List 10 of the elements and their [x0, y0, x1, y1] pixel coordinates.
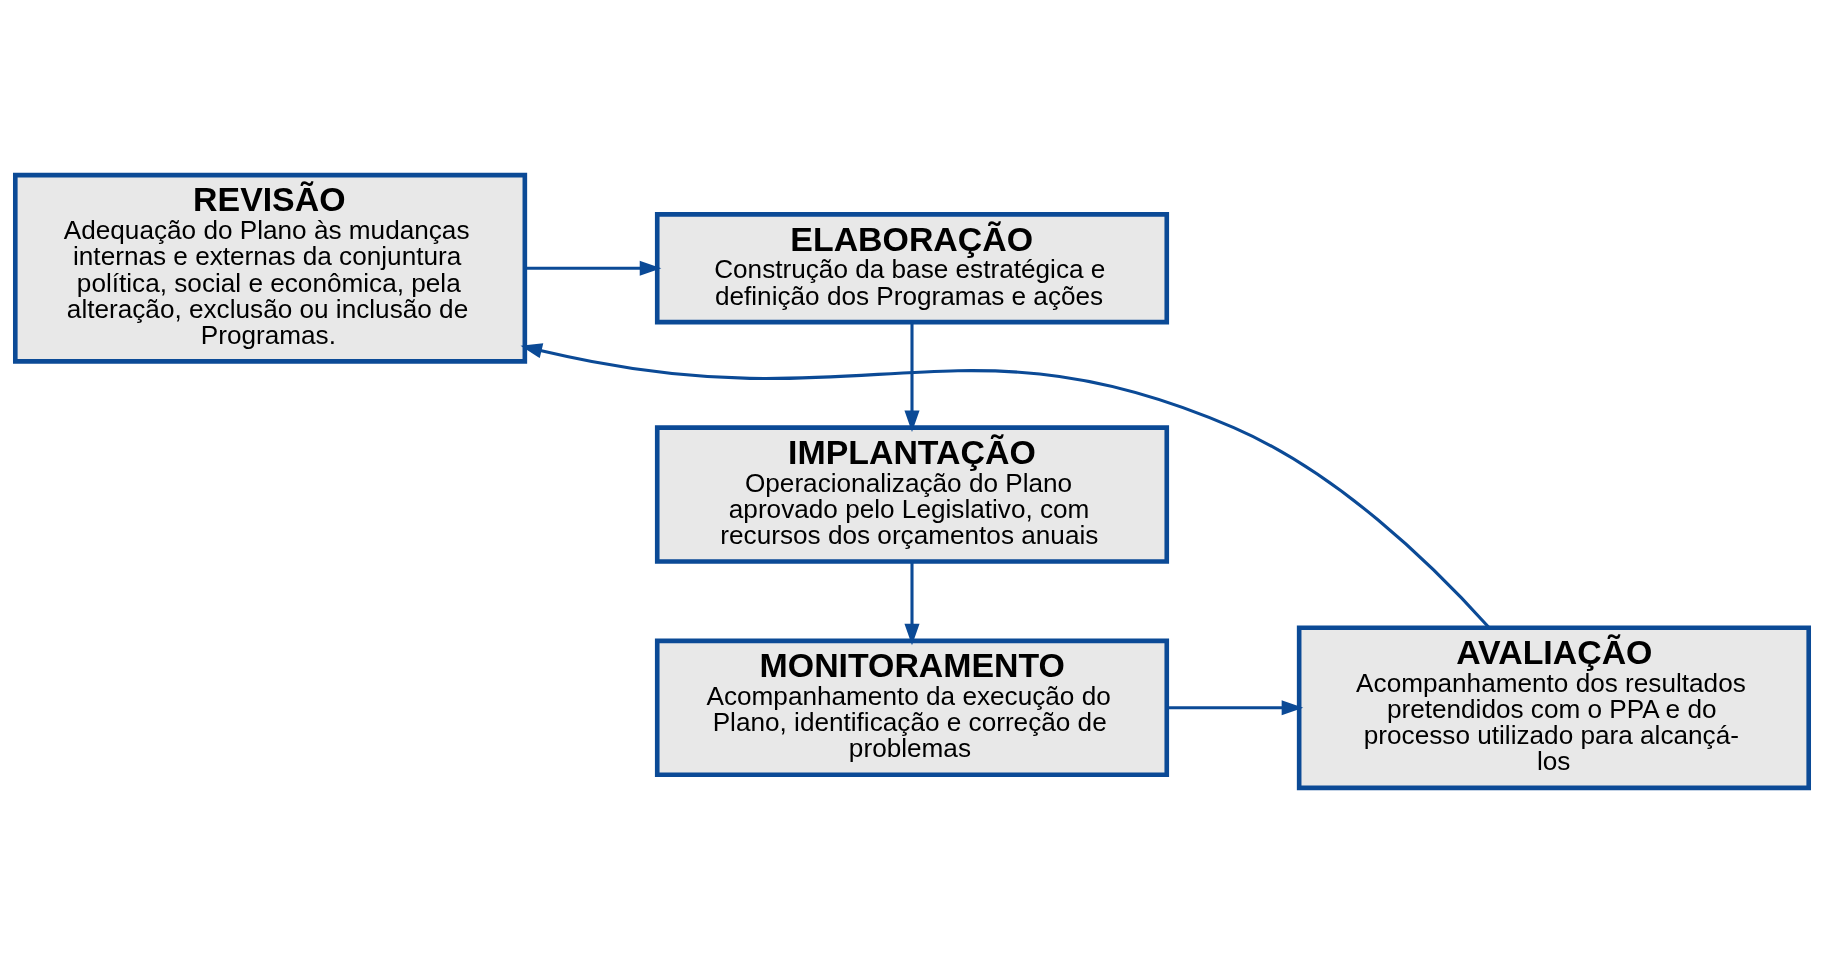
- arrow: [525, 260, 662, 276]
- node-box: REVISÃO Adequação do Plano às mudanças internas e externas da conjuntura política, social e econômica, pela alteração, exclusão ou inclusão de Programas.: [12, 172, 528, 364]
- arrow: [1167, 699, 1304, 715]
- node-box: ELABORAÇÃO Construção da base estratégica e definição dos Programas e ações: [654, 211, 1170, 324]
- node-box: AVALIAÇÃO Acompanhamento dos resultados pretendidos com o PPA e do processo utilizado para alcançá-los: [1296, 624, 1811, 790]
- arrow: [520, 342, 1491, 629]
- arrow: [904, 561, 920, 645]
- node-box: MONITORAMENTO Acompanhamento da execução do Plano, identificação e correção de problemas: [654, 638, 1170, 777]
- arrow: [904, 322, 920, 432]
- node-box: IMPLANTAÇÃO Operacionalização do Plano aprovado pelo Legislativo, com recursos dos orçamentos anuais: [654, 424, 1170, 564]
